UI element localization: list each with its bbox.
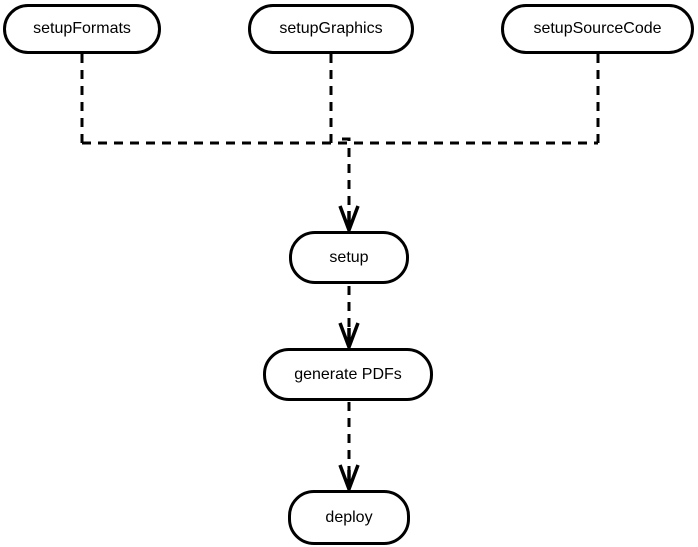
node-deploy-label: deploy (325, 508, 373, 526)
node-generatepdfs: generate PDFs (263, 348, 433, 401)
arrowhead-into-deploy (338, 464, 360, 494)
node-setupsourcecode: setupSourceCode (501, 4, 694, 54)
arrowhead-into-generatepdfs (338, 322, 360, 352)
node-setupsourcecode-label: setupSourceCode (533, 20, 662, 37)
node-setupgraphics: setupGraphics (248, 4, 414, 54)
node-setup: setup (289, 231, 409, 284)
arrowhead-into-setup (338, 205, 360, 235)
node-setupformats-label: setupFormats (33, 20, 131, 37)
node-generatepdfs-label: generate PDFs (294, 365, 402, 383)
node-setup-label: setup (329, 248, 369, 266)
edge-merge-to-setup-shaft (342, 137, 351, 214)
node-deploy: deploy (288, 490, 410, 545)
node-setupformats: setupFormats (3, 4, 161, 54)
node-setupgraphics-label: setupGraphics (279, 20, 383, 37)
